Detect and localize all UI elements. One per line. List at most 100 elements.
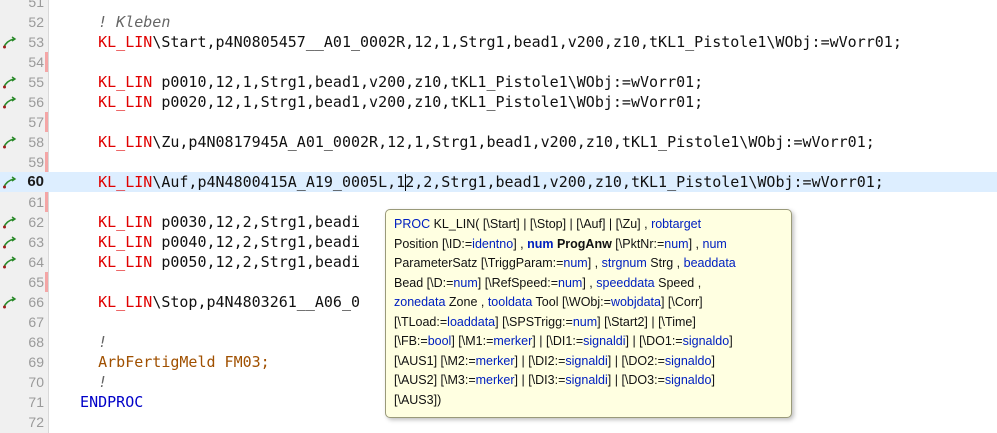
code-line[interactable]: 63 KL_LIN p0040,12,2,Strg1,beadi [0, 232, 997, 252]
breakpoint-arrow-icon[interactable] [2, 174, 18, 190]
line-number: 57 [28, 114, 44, 130]
code-text[interactable]: ENDPROC [62, 392, 143, 412]
code-line[interactable]: 64 KL_LIN p0050,12,2,Strg1,beadi [0, 252, 997, 272]
code-token: p0040,12,2,Strg1,beadi [152, 233, 361, 251]
signature-token: KL_LIN( [\Start] | [\Stop] | [\Auf] | [\… [433, 217, 652, 231]
signature-token: ] | [\DI2:= [514, 353, 566, 368]
signature-token: beaddata [683, 256, 736, 270]
signature-token: ] | [\DO2:= [607, 353, 665, 368]
code-text[interactable]: KL_LIN\Zu,p4N0817945A_A01_0002R,12,1,Str… [62, 132, 875, 152]
code-text[interactable]: KL_LIN p0010,12,1,Strg1,bead1,v200,z10,t… [62, 72, 703, 92]
line-number: 64 [28, 254, 44, 270]
code-text[interactable]: KL_LIN\Auf,p4N4800415A_A19_0005L,12,2,St… [62, 172, 884, 192]
signature-token: ParameterSatz [\TriggParam:= [394, 256, 564, 270]
change-marker [45, 112, 48, 132]
signature-token: speeddata [596, 275, 655, 290]
line-number: 67 [28, 314, 44, 330]
line-number: 56 [28, 94, 44, 110]
change-marker [45, 152, 48, 172]
signature-token: num [702, 236, 727, 251]
code-line[interactable]: 53 KL_LIN\Start,p4N0805457__A01_0002R,12… [0, 32, 997, 52]
signature-line: PROC KL_LIN( [\Start] | [\Stop] | [\Auf]… [394, 215, 783, 235]
signature-line: [\FB:=bool] [\M1:=merker] | [\DI1:=signa… [394, 332, 783, 352]
signature-token: num [453, 275, 478, 290]
signature-token: ] , [587, 256, 602, 270]
signature-line: Bead [\D:=num] [\RefSpeed:=num] , speedd… [394, 274, 783, 294]
code-token: KL_LIN [62, 213, 153, 231]
code-line[interactable]: 60 KL_LIN\Auf,p4N4800415A_A19_0005L,12,2… [0, 172, 997, 192]
code-line[interactable]: 56 KL_LIN p0020,12,1,Strg1,bead1,v200,z1… [0, 92, 997, 112]
breakpoint-arrow-icon[interactable] [2, 234, 18, 250]
code-line[interactable]: 70 ! [0, 372, 997, 392]
code-line[interactable]: 61 [0, 192, 997, 212]
line-number: 65 [28, 274, 44, 290]
signature-token: strgnum [601, 256, 647, 270]
breakpoint-arrow-icon[interactable] [2, 94, 18, 110]
code-text[interactable]: KL_LIN p0050,12,2,Strg1,beadi [62, 252, 360, 272]
signature-line: Position [\ID:=identno] , num ProgAnw [\… [394, 235, 783, 255]
breakpoint-arrow-icon[interactable] [2, 294, 18, 310]
code-text[interactable]: KL_LIN\Start,p4N0805457__A01_0002R,12,1,… [62, 32, 902, 52]
signature-token: num [563, 256, 588, 270]
code-text[interactable]: KL_LIN p0020,12,1,Strg1,bead1,v200,z10,t… [62, 92, 703, 112]
signature-token: ] | [\DO1:= [625, 334, 683, 348]
line-number: 72 [28, 414, 44, 430]
code-line[interactable]: 69 ArbFertigMeld FM03; [0, 352, 997, 372]
code-line[interactable]: 67 [0, 312, 997, 332]
signature-token: ] , [688, 236, 703, 251]
breakpoint-arrow-icon[interactable] [2, 214, 18, 230]
signature-token: Bead [\D:= [394, 275, 454, 290]
line-number: 60 [27, 173, 44, 190]
code-text[interactable]: ! [62, 332, 107, 352]
text-caret [404, 174, 406, 191]
signature-line: [\TLoad:=loaddata] [\SPSTrigg:=num] [\St… [394, 313, 783, 333]
signature-token: Position [\ID:= [394, 236, 473, 251]
breakpoint-arrow-icon[interactable] [2, 34, 18, 50]
code-line[interactable]: 71 ENDPROC [0, 392, 997, 412]
breakpoint-arrow-icon[interactable] [2, 134, 18, 150]
change-marker [45, 192, 48, 212]
code-token: ArbFertigMeld FM03; [62, 353, 270, 371]
signature-token: PROC [394, 217, 434, 231]
code-token: p0020,12,1,Strg1,bead1,v200,z10,tKL1_Pis… [152, 93, 704, 111]
code-line[interactable]: 57 [0, 112, 997, 132]
signature-token: ] [\RefSpeed:= [477, 275, 559, 290]
code-line[interactable]: 55 KL_LIN p0010,12,1,Strg1,bead1,v200,z1… [0, 72, 997, 92]
code-line[interactable]: 62 KL_LIN p0030,12,2,Strg1,beadi [0, 212, 997, 232]
code-line[interactable]: 54 [0, 52, 997, 72]
line-number: 66 [28, 294, 44, 310]
signature-token: bool [427, 334, 452, 348]
code-token: p0010,12,1,Strg1,bead1,v200,z10,tKL1_Pis… [152, 73, 704, 91]
change-marker [45, 52, 48, 72]
signature-token: identno [472, 236, 514, 251]
signature-line: ParameterSatz [\TriggParam:=num] , strgn… [394, 254, 783, 274]
code-line[interactable]: 68 ! [0, 332, 997, 352]
signature-token: signaldo [664, 373, 712, 387]
code-line[interactable]: 65 [0, 272, 997, 292]
line-number: 58 [28, 134, 44, 150]
code-token: ! [62, 333, 108, 351]
code-text[interactable]: KL_LIN p0030,12,2,Strg1,beadi [62, 212, 360, 232]
code-token: \Stop,p4N4803261__A06_0 [152, 293, 361, 311]
signature-token: num [558, 275, 583, 290]
line-number: 70 [28, 374, 44, 390]
breakpoint-arrow-icon[interactable] [2, 254, 18, 270]
code-token: ! Kleben [62, 13, 171, 31]
code-text[interactable]: ! Kleben [62, 12, 170, 32]
code-line[interactable]: 59 [0, 152, 997, 172]
code-text[interactable]: ! [62, 372, 107, 392]
signature-token: [\TLoad:= [394, 314, 448, 329]
code-line[interactable]: 51 [0, 0, 997, 12]
signature-token: ProgAnw [553, 236, 612, 251]
signature-token: Zone , [445, 295, 488, 309]
code-line[interactable]: 72 [0, 412, 997, 432]
breakpoint-arrow-icon[interactable] [2, 74, 18, 90]
code-text[interactable]: KL_LIN p0040,12,2,Strg1,beadi [62, 232, 360, 252]
signature-token: signaldo [664, 353, 712, 368]
code-line[interactable]: 58 KL_LIN\Zu,p4N0817945A_A01_0002R,12,1,… [0, 132, 997, 152]
code-text[interactable]: ArbFertigMeld FM03; [62, 352, 270, 372]
signature-token: merker [475, 353, 515, 368]
code-token: KL_LIN [62, 293, 153, 311]
code-line[interactable]: 52 ! Kleben [0, 12, 997, 32]
